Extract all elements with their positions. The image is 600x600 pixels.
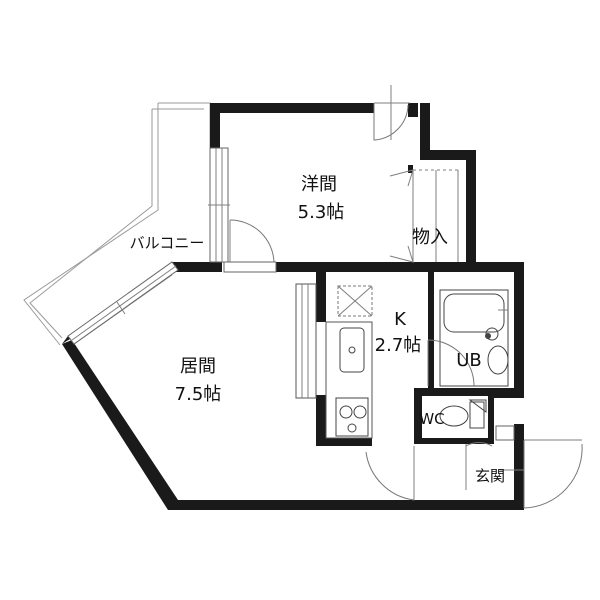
living-room-name: 居間 (180, 356, 216, 377)
western-room-window (208, 147, 230, 263)
bath-door (427, 339, 475, 387)
western-room-door-bottom (223, 219, 277, 273)
western-room-name: 洋間 (301, 174, 337, 195)
wc-door (465, 442, 493, 490)
entrance-door (495, 425, 583, 509)
balcony-name: バルコニー (130, 234, 205, 252)
living-door (365, 446, 415, 501)
kitchen-counter (295, 283, 373, 439)
kitchen-size: 2.7帖 (375, 335, 422, 356)
storage-name: 物入 (412, 227, 448, 248)
toilet-name: WC (419, 410, 444, 428)
entrance-name: 玄関 (475, 467, 505, 485)
toilet (439, 399, 487, 429)
bath-name: UB (456, 350, 482, 371)
kitchen-name: K (394, 309, 407, 330)
unit-bath (439, 289, 509, 387)
western-room-size: 5.3帖 (298, 202, 345, 223)
storage-closet (389, 169, 459, 263)
living-room-size: 7.5帖 (175, 384, 222, 405)
living-window (67, 261, 179, 345)
western-room-door-top (373, 85, 410, 141)
